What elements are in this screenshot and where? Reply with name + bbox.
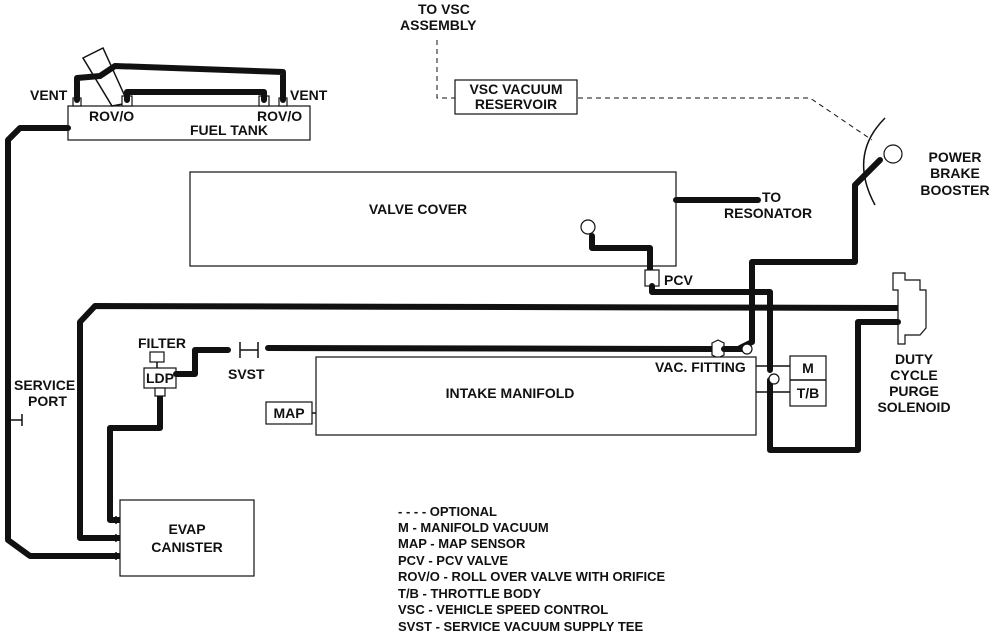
label-evap-canister-1: EVAP [168,521,205,537]
label-duty-cycle-2: CYCLE [890,367,937,383]
vac-fitting [711,339,725,359]
label-duty-cycle-1: DUTY [895,351,934,367]
canister-port-2 [115,534,120,542]
throttle-body [789,355,827,407]
rovo-crossover-hose [124,89,267,103]
evap-canister [119,499,255,577]
ldp-to-canister-hose [107,389,163,523]
label-tb: T/B [797,385,820,401]
label-vac-fitting: VAC. FITTING [655,359,746,375]
label-vsc-vacuum-reservoir-2: RESERVOIR [475,96,557,112]
legend-item: SVST - SERVICE VACUUM SUPPLY TEE [398,619,643,634]
duty-cycle-purge-solenoid [892,272,927,345]
manifold-to-throttle-body [756,365,790,393]
throttle-body-port [768,373,780,385]
vac-fitting-check-valve [741,343,753,355]
label-vent-right: VENT [290,87,328,103]
label-fuel-tank: FUEL TANK [190,122,268,138]
filter-housing [149,351,165,363]
label-duty-cycle-3: PURGE [889,383,939,399]
valve-cover [189,171,677,267]
label-power-brake-booster-1: POWER [929,149,982,165]
fuel-tank [67,105,311,141]
label-vent-left: VENT [30,87,68,103]
label-svst: SVST [228,366,265,382]
label-power-brake-booster-3: BOOSTER [920,182,989,198]
legend-item: PCV - PCV VALVE [398,553,508,568]
service-port-tee [8,414,23,426]
purge-line-to-canister [77,303,901,541]
legend-item: M - MANIFOLD VACUUM [398,520,549,535]
optional-line-vsc-booster [578,97,873,141]
pcv-hose-upper [589,233,653,273]
label-pcv: PCV [664,272,693,288]
optional-line-vsc-assembly [436,40,455,99]
label-power-brake-booster-2: BRAKE [930,165,980,181]
vsc-vacuum-reservoir [454,79,578,115]
ldp-to-svst-hose [173,347,231,377]
pcv-to-throttle-body-hose [649,283,773,373]
legend-item: - - - - OPTIONAL [398,504,497,519]
label-to-vsc-assembly-1: TO VSC [418,1,470,17]
label-service-port-1: SERVICE [14,377,75,393]
label-valve-cover: VALVE COVER [369,201,467,217]
svst-tee [239,342,259,358]
valve-cover-fitting [580,219,596,235]
solenoid-to-throttle-body-hose [767,319,901,453]
label-rovo-left: ROV/O [89,108,134,124]
label-to-resonator-1: TO [762,189,781,205]
legend-item: VSC - VEHICLE SPEED CONTROL [398,602,608,617]
label-to-resonator-2: RESONATOR [724,205,812,221]
label-duty-cycle-4: SOLENOID [877,399,950,415]
canister-port-3 [115,552,120,560]
label-filter: FILTER [138,335,186,351]
label-to-vsc-assembly-2: ASSEMBLY [400,17,477,33]
label-ldp: LDP [146,370,174,386]
canister-port-1 [115,516,120,524]
power-brake-booster-port [883,144,903,164]
legend-item: T/B - THROTTLE BODY [398,586,541,601]
legend-item: ROV/O - ROLL OVER VALVE WITH ORIFICE [398,569,666,584]
booster-hose [737,157,883,351]
legend: - - - - OPTIONAL M - MANIFOLD VACUUM MAP… [398,504,666,634]
fuel-tank-vent-hose [74,63,286,103]
label-intake-manifold: INTAKE MANIFOLD [446,385,575,401]
ldp-bottom-port [154,387,166,397]
label-vsc-vacuum-reservoir-1: VSC VACUUM [469,81,562,97]
label-service-port-2: PORT [28,393,67,409]
svst-to-vac-fitting-hose [265,345,715,352]
power-brake-booster-body [862,117,886,206]
legend-item: MAP - MAP SENSOR [398,536,526,551]
label-rovo-right: ROV/O [257,108,302,124]
intake-manifold [315,356,757,436]
label-map: MAP [273,405,304,421]
fuel-tank-to-canister-hose [5,125,123,559]
label-m: M [802,360,814,376]
label-evap-canister-2: CANISTER [151,539,223,555]
